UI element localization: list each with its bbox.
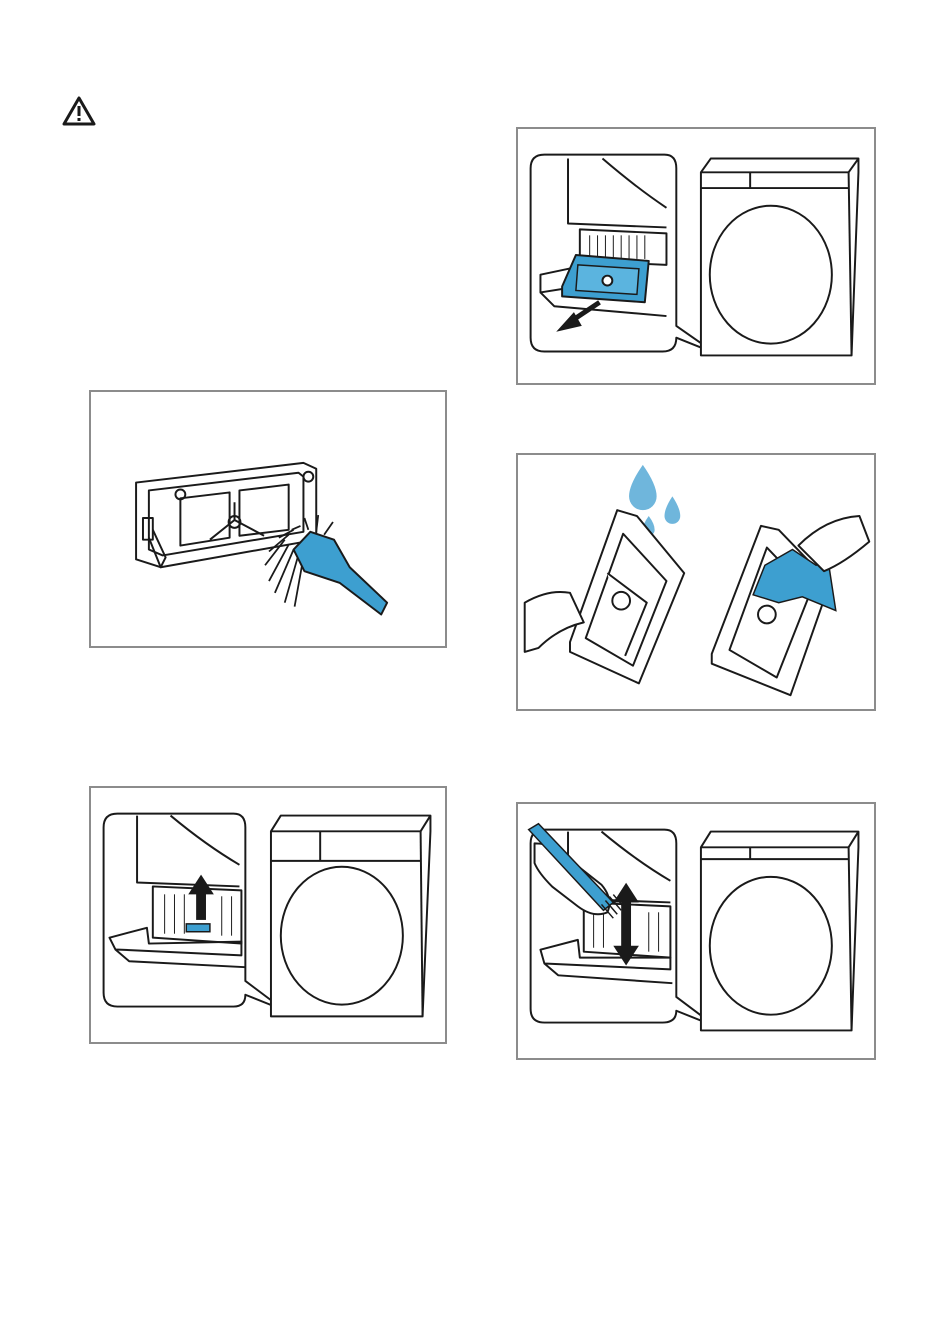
dryer-remove-filter-illustration — [518, 129, 874, 383]
water-drops-cloth-icon — [518, 455, 874, 709]
brush-cleaning-filter-frame-icon — [91, 392, 445, 646]
warning-triangle-icon — [62, 96, 96, 126]
dryer-lift-filter-illustration — [91, 788, 445, 1042]
figure-remove-filter — [516, 127, 876, 385]
figure-brush-heat-exchanger — [516, 802, 876, 1060]
figure-rinse-wipe-filter — [516, 453, 876, 711]
figure-lift-inner-filter — [89, 786, 447, 1044]
up-down-arrow-icon — [518, 804, 874, 1058]
figure-brush-filter-frame — [89, 390, 447, 648]
